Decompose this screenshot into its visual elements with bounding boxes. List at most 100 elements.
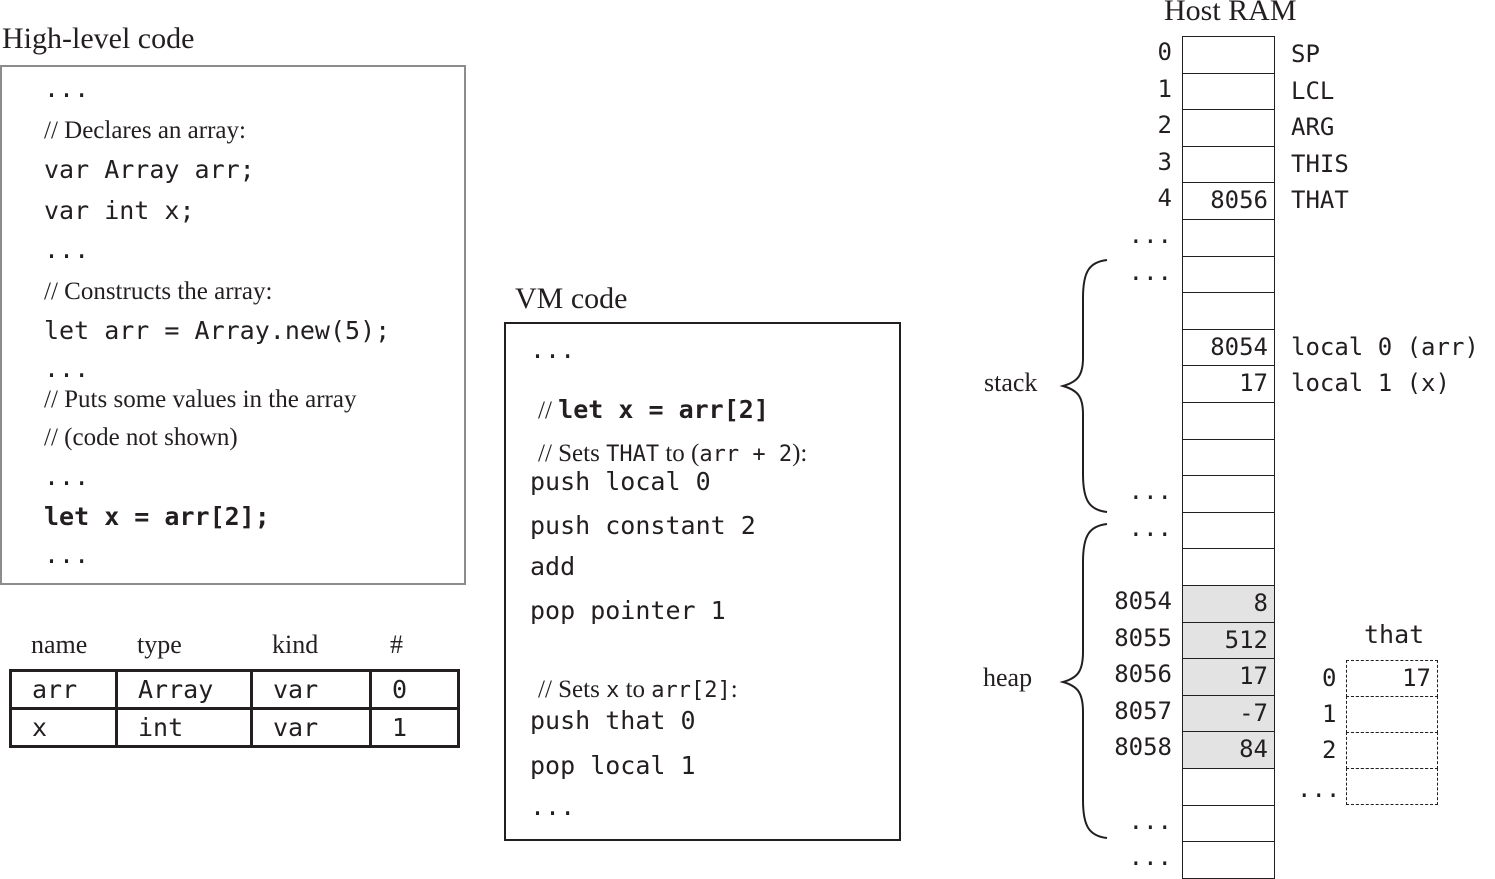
ram-cell: 8 [1182, 585, 1275, 623]
ram-label: local 1 (x) [1291, 369, 1450, 398]
vm-comment-code: arr + 2 [699, 442, 793, 467]
code-line: ... [44, 74, 90, 103]
symbol-table: arr Array var 0 x int var 1 [9, 669, 460, 748]
ram-cell: 17 [1182, 658, 1275, 696]
ram-address: ... [1128, 221, 1172, 249]
symbol-table-header-number: # [390, 630, 403, 659]
code-line: var int x; [44, 196, 195, 225]
vm-comment-text: ): [792, 440, 808, 467]
ram-label: local 0 (arr) [1291, 332, 1479, 361]
ram-address: 8054 [1114, 587, 1172, 615]
ram-label: LCL [1291, 76, 1335, 105]
symbol-table-header-kind: kind [272, 630, 319, 659]
code-line: ... [44, 354, 90, 383]
vm-dots-top: ... [530, 335, 576, 364]
that-dots: ... [1297, 775, 1341, 803]
that-index: 0 [1322, 664, 1337, 692]
ram-cell [1182, 548, 1275, 586]
ram-cell: 84 [1182, 731, 1275, 769]
code-line: ... [44, 235, 90, 264]
ram-cell: -7 [1182, 694, 1275, 733]
ram-address: 2 [1157, 111, 1172, 140]
symbol-cell: 1 [369, 707, 460, 748]
ram-cell [1182, 475, 1275, 513]
symbol-cell: Array [115, 669, 253, 710]
ram-label: THAT [1291, 186, 1349, 215]
code-line: ... [44, 462, 90, 491]
host-ram-title: Host RAM [1164, 0, 1297, 27]
ram-cell [1182, 402, 1275, 440]
vm-comment-code: arr[2] [651, 678, 731, 703]
ram-cell [1182, 219, 1275, 257]
ram-address: 1 [1157, 74, 1172, 103]
code-comment-line: // Puts some values in the array [44, 386, 357, 413]
ram-cell: 512 [1182, 621, 1275, 660]
vm-dots-bottom: ... [530, 792, 576, 821]
stack-label: stack [984, 368, 1038, 397]
that-index: 1 [1322, 700, 1337, 728]
vm-line: push local 0 [530, 467, 711, 496]
ram-label: THIS [1291, 149, 1349, 178]
code-line: ... [44, 540, 90, 569]
ram-label: SP [1291, 40, 1320, 68]
ram-cell [1182, 36, 1275, 74]
vm-comment-text: to ( [659, 440, 700, 467]
that-cell [1346, 696, 1438, 733]
ram-cell [1182, 255, 1275, 294]
symbol-table-header-type: type [137, 630, 182, 659]
vm-comment-text: // Sets [538, 676, 607, 703]
vm-code-title: VM code [515, 282, 628, 315]
ram-address: ... [1128, 513, 1172, 542]
code-comment-line: // (code not shown) [44, 424, 238, 451]
ram-address: 4 [1157, 184, 1172, 213]
ram-address: 8058 [1114, 733, 1172, 762]
vm-comment-text: to [619, 676, 652, 703]
that-index: 2 [1322, 736, 1337, 764]
symbol-cell: 0 [369, 669, 460, 710]
symbol-cell: arr [9, 669, 118, 710]
symbol-table-row: x int var 1 [9, 707, 460, 748]
ram-address: 8057 [1114, 696, 1172, 725]
code-line: let arr = Array.new(5); [44, 316, 391, 345]
heap-brace [1059, 523, 1108, 839]
vm-comment-let-code: let x = arr[2] [558, 395, 769, 424]
vm-comment-code: x [606, 678, 620, 703]
vm-line: push constant 2 [530, 511, 756, 540]
ram-cell [1182, 109, 1275, 147]
symbol-cell: int [115, 707, 253, 748]
vm-line: pop pointer 1 [530, 596, 726, 625]
that-cell: 17 [1346, 660, 1438, 697]
ram-cell [1182, 145, 1275, 184]
ram-cell [1182, 841, 1275, 879]
ram-address: ... [1128, 477, 1172, 506]
ram-cell: 8056 [1182, 182, 1275, 220]
vm-comment-let: // let x = arr[2] [530, 377, 769, 425]
symbol-table-header-name: name [31, 630, 88, 659]
ram-cell [1182, 292, 1275, 330]
symbol-cell: var [250, 707, 372, 748]
that-segment-title: that [1364, 620, 1425, 649]
ram-cell: 17 [1182, 365, 1275, 403]
vm-comment-sets-that: // Sets THAT to (arr + 2): [530, 422, 807, 468]
ram-cell [1182, 438, 1275, 477]
that-cell [1346, 732, 1438, 769]
vm-comment-text: : [730, 676, 738, 703]
ram-address: ... [1128, 806, 1172, 835]
heap-label: heap [983, 663, 1033, 692]
symbol-table-row: arr Array var 0 [9, 669, 460, 710]
vm-code-box [504, 322, 901, 841]
ram-address: ... [1128, 843, 1172, 872]
vm-comment-sets-x: // Sets x to arr[2]: [530, 658, 738, 704]
code-comment-line: // Declares an array: [44, 117, 246, 144]
code-comment-line: // Constructs the array: [44, 278, 273, 305]
high-level-code-title: High-level code [2, 22, 195, 55]
vm-comment-prefix: // [538, 397, 559, 424]
vm-line: push that 0 [530, 706, 696, 735]
ram-label: ARG [1291, 113, 1335, 142]
ram-address: 8055 [1114, 623, 1172, 652]
that-cell [1346, 768, 1438, 805]
symbol-cell: var [250, 669, 372, 710]
vm-line: add [530, 552, 576, 581]
symbol-cell: x [9, 707, 118, 748]
stack-brace [1059, 259, 1108, 513]
